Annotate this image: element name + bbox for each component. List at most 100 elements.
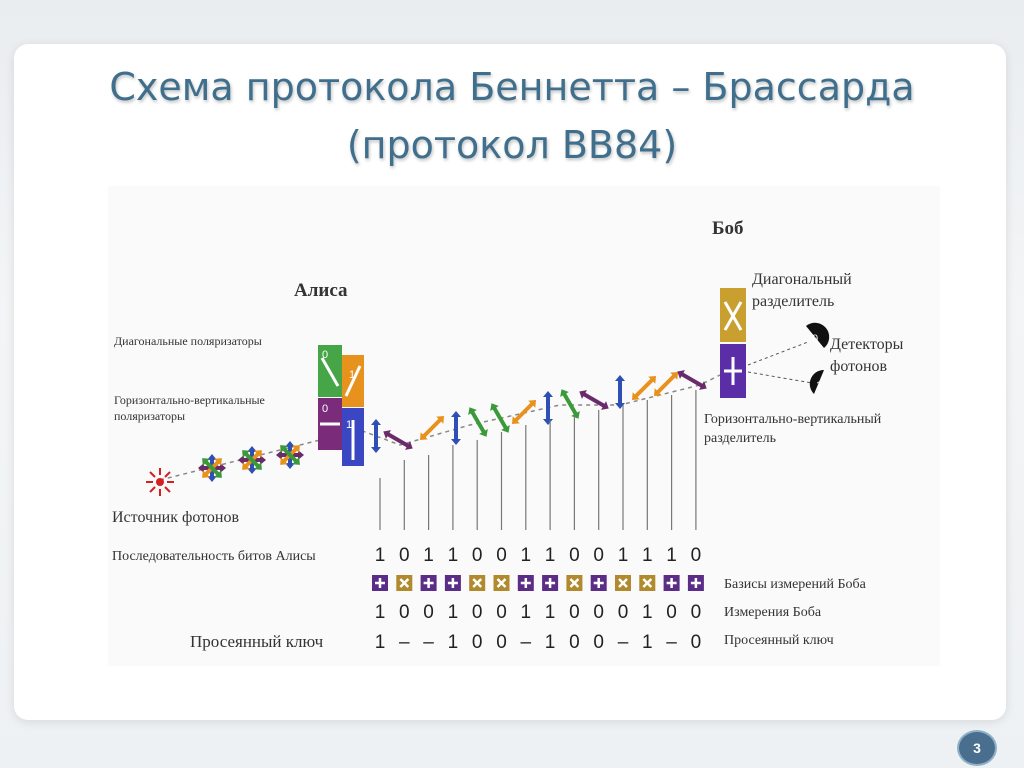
polarized-photons xyxy=(371,370,707,453)
alice-bit: 0 xyxy=(472,545,483,566)
plus-basis-icon xyxy=(542,575,559,591)
x-basis-icon xyxy=(566,575,583,591)
x-basis-icon xyxy=(493,575,510,591)
plus-basis-icon xyxy=(517,575,534,591)
alice-bit: 1 xyxy=(521,545,532,566)
sifted-key-bit: 0 xyxy=(691,632,702,653)
diagonal-polarizers-label: Диагональные поляризаторы xyxy=(114,334,262,348)
photon-arrow-icon xyxy=(579,390,609,410)
photon-arrow-icon xyxy=(615,375,625,409)
alice-bits-row-label: Последовательность битов Алисы xyxy=(112,549,316,564)
x-basis-icon xyxy=(469,575,486,591)
plus-basis-icon xyxy=(687,575,704,591)
photon-arrow-icon xyxy=(451,411,461,445)
diagonal-splitter-label-line1: Диагональный xyxy=(752,271,852,288)
photon-arrow-icon xyxy=(242,450,262,470)
alice-bit: 1 xyxy=(448,545,459,566)
photon-arrow-icon xyxy=(511,399,537,425)
x-basis-icon xyxy=(639,575,656,591)
alice-bit: 1 xyxy=(545,545,556,566)
bob-measurement: 0 xyxy=(569,602,580,623)
detectors-label-line2: фотонов xyxy=(830,358,888,375)
photon-arrow-icon xyxy=(677,370,707,390)
photon-arrow-icon xyxy=(631,375,657,401)
photon-arrow-icon xyxy=(419,415,445,441)
bit-guide-lines xyxy=(379,390,697,530)
bob-measurement: 0 xyxy=(666,602,677,623)
bob-bases-row-label: Базисы измерений Боба xyxy=(724,577,867,592)
bob-hv-splitter xyxy=(720,344,746,398)
photon-arrow-icon xyxy=(560,389,580,419)
bob-measurement: 0 xyxy=(593,602,604,623)
bob-measurement: 0 xyxy=(496,602,507,623)
alice-hv-polarizers: 0 1 xyxy=(318,398,364,466)
x-basis-icon xyxy=(615,575,631,591)
bob-measurement: 0 xyxy=(691,602,702,623)
sifted-key-bit: – xyxy=(423,632,434,653)
photon-arrow-icon xyxy=(383,430,413,450)
alice-label: Алиса xyxy=(294,280,348,301)
svg-text:0: 0 xyxy=(322,349,328,361)
alice-bit: 1 xyxy=(423,545,434,566)
photon-arrow-icon xyxy=(468,407,488,437)
sifted-key-bit: 1 xyxy=(375,632,386,653)
hv-polarizers-label-line1: Горизонтально-вертикальные xyxy=(114,393,265,407)
page-number-badge: 3 xyxy=(957,730,997,766)
detector-0-icon: 0 xyxy=(806,322,830,348)
page-title: Схема протокола Беннетта – Брассарда (пр… xyxy=(0,58,1024,174)
sifted-key-bit: 1 xyxy=(545,632,556,653)
hv-splitter-label-line1: Горизонтально-вертикальный xyxy=(704,412,882,427)
sifted-key-bit: 0 xyxy=(472,632,483,653)
diagonal-splitter-label-line2: разделитель xyxy=(752,293,834,310)
detector-0-label: 0 xyxy=(812,333,818,345)
photon-arrow-icon xyxy=(371,419,381,453)
photon-arrow-icon xyxy=(280,445,300,465)
title-line-1: Схема протокола Беннетта – Брассарда xyxy=(109,65,915,109)
plus-basis-icon xyxy=(420,575,437,591)
sifted-key-row-label-left: Просеянный ключ xyxy=(190,632,324,651)
detectors-label-line1: Детекторы xyxy=(830,336,904,353)
sifted-key-bit: – xyxy=(666,632,677,653)
svg-text:1: 1 xyxy=(346,419,352,431)
sifted-key-bit: 0 xyxy=(593,632,604,653)
bob-measurement: 1 xyxy=(545,602,556,623)
bob-measurement: 0 xyxy=(423,602,434,623)
bob-measurement: 0 xyxy=(472,602,483,623)
alice-bit: 0 xyxy=(691,545,702,566)
bob-diagonal-splitter xyxy=(720,288,746,342)
alice-bit: 0 xyxy=(496,545,507,566)
photon-arrow-icon xyxy=(490,403,510,433)
sifted-key-bit: 1 xyxy=(448,632,459,653)
sifted-key-bit: 0 xyxy=(569,632,580,653)
alice-bit: 1 xyxy=(618,545,629,566)
alice-diagonal-polarizers: 0 1 xyxy=(318,345,364,407)
title-line-2: (протокол BB84) xyxy=(346,123,678,167)
bob-measurement: 0 xyxy=(618,602,629,623)
bob-measurement: 1 xyxy=(642,602,653,623)
photon-arrow-icon xyxy=(653,371,679,397)
bob-measurement: 1 xyxy=(521,602,532,623)
plus-basis-icon xyxy=(663,575,680,591)
hv-splitter-label-line2: разделитель xyxy=(704,431,776,446)
detector-1-label: 1 xyxy=(816,380,822,392)
bob-measurements-row-label: Измерения Боба xyxy=(724,605,822,620)
plus-basis-icon xyxy=(444,575,461,591)
svg-text:1: 1 xyxy=(349,369,355,381)
sifted-key-row-label-right: Просеянный ключ xyxy=(724,633,834,648)
sifted-key-bit: 0 xyxy=(496,632,507,653)
bob-measurement: 1 xyxy=(448,602,459,623)
alice-bit: 1 xyxy=(642,545,653,566)
detector-rays xyxy=(747,341,813,384)
sifted-key-bit: 1 xyxy=(642,632,653,653)
svg-text:0: 0 xyxy=(322,403,328,415)
alice-bit: 0 xyxy=(593,545,604,566)
plus-basis-icon xyxy=(372,575,388,591)
hv-polarizers-label-line2: поляризаторы xyxy=(114,409,185,423)
photon-source-label: Источник фотонов xyxy=(112,509,239,526)
x-basis-icon xyxy=(396,575,413,591)
alice-bit: 0 xyxy=(569,545,580,566)
unpolarized-photons xyxy=(198,441,304,482)
